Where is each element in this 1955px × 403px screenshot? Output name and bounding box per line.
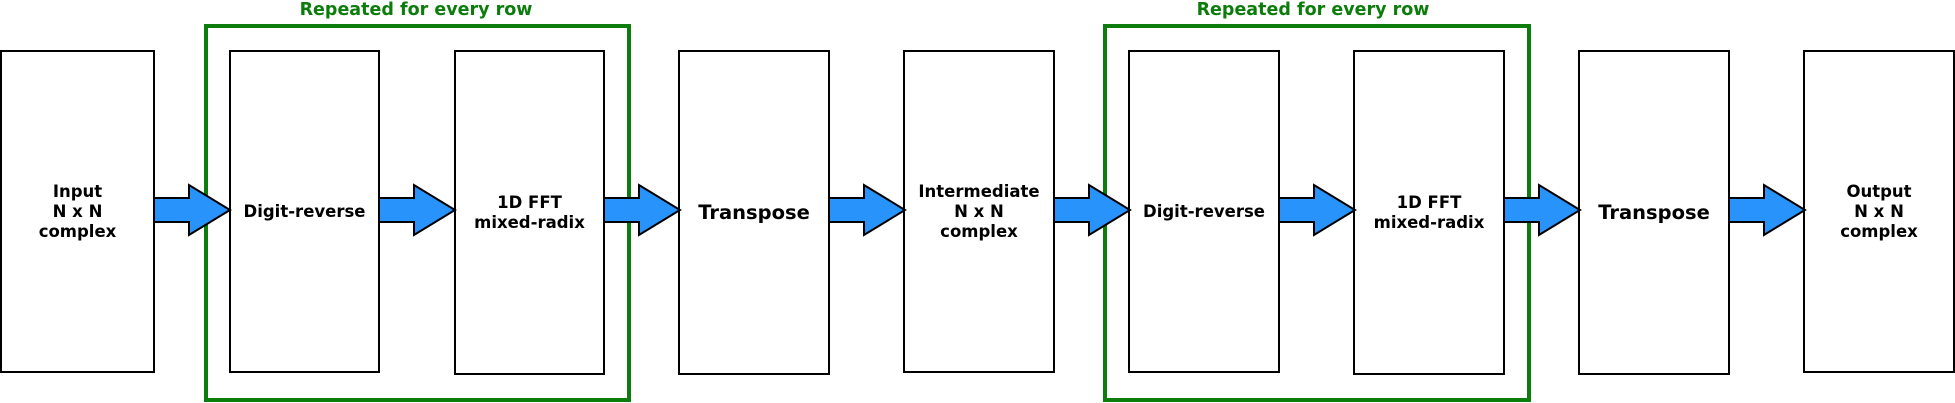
digit-reverse-box-1: Digit-reverse — [229, 50, 380, 373]
flow-arrow-1 — [153, 183, 233, 237]
input-matrix-box: Input N x N complex — [0, 50, 155, 373]
fft-1d-box-2: 1D FFT mixed-radix — [1353, 50, 1505, 375]
flow-arrow-6 — [1278, 183, 1358, 237]
flow-arrow-2 — [378, 183, 458, 237]
flow-arrow-5 — [1053, 183, 1133, 237]
intermediate-matrix-label: Intermediate N x N complex — [918, 181, 1040, 241]
input-matrix-label: Input N x N complex — [38, 181, 117, 241]
fft-1d-box-1: 1D FFT mixed-radix — [454, 50, 605, 375]
flow-arrow-3 — [603, 183, 683, 237]
row-group-title-2: Repeated for every row — [1196, 0, 1430, 20]
intermediate-matrix-box: Intermediate N x N complex — [903, 50, 1055, 373]
digit-reverse-box-2: Digit-reverse — [1128, 50, 1280, 373]
digit-reverse-label-1: Digit-reverse — [243, 201, 366, 221]
output-matrix-label: Output N x N complex — [1840, 181, 1918, 241]
output-matrix-box: Output N x N complex — [1803, 50, 1955, 373]
fft-1d-label-1: 1D FFT mixed-radix — [474, 192, 585, 232]
row-group-title-1: Repeated for every row — [299, 0, 533, 20]
transpose-box-1: Transpose — [678, 50, 830, 375]
flow-arrow-8 — [1728, 183, 1808, 237]
flow-arrow-4 — [828, 183, 908, 237]
transpose-box-2: Transpose — [1578, 50, 1730, 375]
flow-arrow-7 — [1503, 183, 1583, 237]
transpose-label-2: Transpose — [1598, 200, 1710, 224]
fft-1d-label-2: 1D FFT mixed-radix — [1373, 192, 1485, 232]
transpose-label-1: Transpose — [698, 200, 810, 224]
digit-reverse-label-2: Digit-reverse — [1143, 201, 1265, 221]
